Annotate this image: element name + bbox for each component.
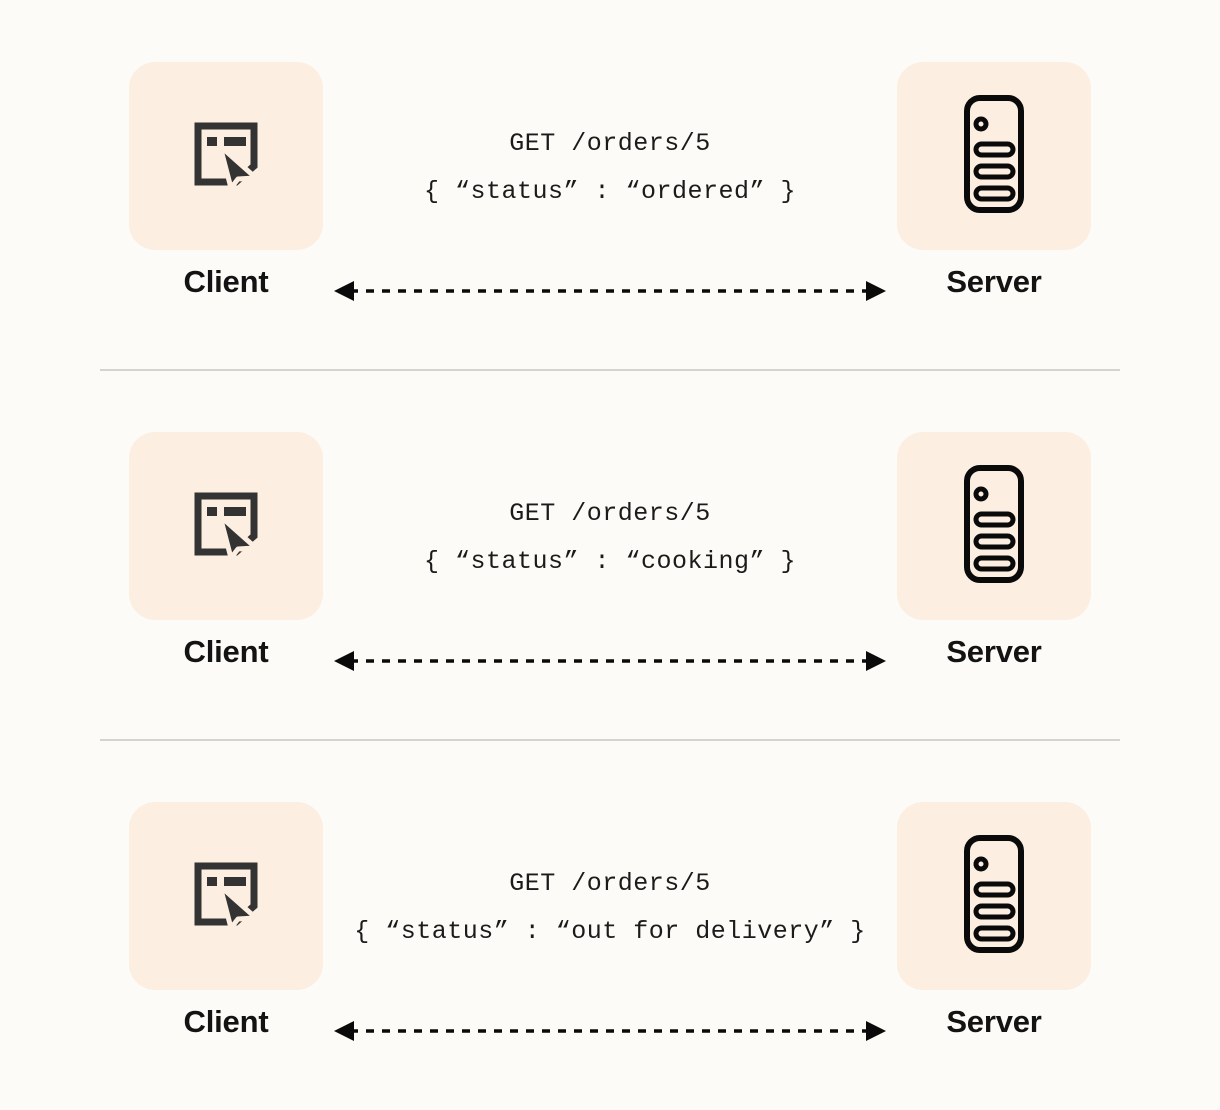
client-node-label: Client xyxy=(183,1004,269,1039)
exchange-row: Client GET /orders/5 { “status” : “cooki… xyxy=(0,370,1220,741)
response-line: { “status” : “cooking” } xyxy=(423,547,797,576)
server-node: Server xyxy=(897,62,1091,297)
message-text-block: GET /orders/5 { “status” : “ordered” } xyxy=(330,120,890,216)
section-divider xyxy=(100,739,1120,741)
server-rack-icon xyxy=(963,464,1025,589)
browser-cursor-icon xyxy=(194,862,259,931)
server-rack-icon xyxy=(963,94,1025,219)
message-text-block: GET /orders/5 { “status” : “out for deli… xyxy=(330,860,890,956)
arrowhead-right xyxy=(866,651,886,671)
message-text-block: GET /orders/5 { “status” : “cooking” } xyxy=(330,490,890,586)
client-node: Client xyxy=(129,802,323,1037)
exchange-row: Client GET /orders/5 { “status” : “out f… xyxy=(0,740,1220,1110)
arrowhead-right xyxy=(866,1021,886,1041)
server-node: Server xyxy=(897,802,1091,1037)
server-node-label: Server xyxy=(946,264,1042,299)
request-line: GET /orders/5 xyxy=(509,499,711,528)
client-icon-tile xyxy=(129,432,323,620)
arrowhead-left xyxy=(334,1021,354,1041)
response-line: { “status” : “ordered” } xyxy=(423,177,797,206)
server-node-label: Server xyxy=(946,634,1042,669)
server-node: Server xyxy=(897,432,1091,667)
client-node: Client xyxy=(129,62,323,297)
bidirectional-dashed-arrow xyxy=(330,1019,890,1043)
client-icon-tile xyxy=(129,802,323,990)
browser-cursor-icon xyxy=(194,122,259,191)
arrowhead-left xyxy=(334,651,354,671)
request-line: GET /orders/5 xyxy=(509,129,711,158)
bidirectional-dashed-arrow xyxy=(330,649,890,673)
bidirectional-dashed-arrow xyxy=(330,279,890,303)
client-node-label: Client xyxy=(183,264,269,299)
request-line: GET /orders/5 xyxy=(509,869,711,898)
client-node-label: Client xyxy=(183,634,269,669)
browser-cursor-icon xyxy=(194,492,259,561)
section-divider xyxy=(100,369,1120,371)
response-line: { “status” : “out for delivery” } xyxy=(354,917,866,946)
server-icon-tile xyxy=(897,62,1091,250)
server-icon-tile xyxy=(897,802,1091,990)
server-icon-tile xyxy=(897,432,1091,620)
client-node: Client xyxy=(129,432,323,667)
client-icon-tile xyxy=(129,62,323,250)
arrowhead-left xyxy=(334,281,354,301)
server-node-label: Server xyxy=(946,1004,1042,1039)
exchange-row: Client GET /orders/5 { “status” : “order… xyxy=(0,0,1220,371)
server-rack-icon xyxy=(963,834,1025,959)
arrowhead-right xyxy=(866,281,886,301)
